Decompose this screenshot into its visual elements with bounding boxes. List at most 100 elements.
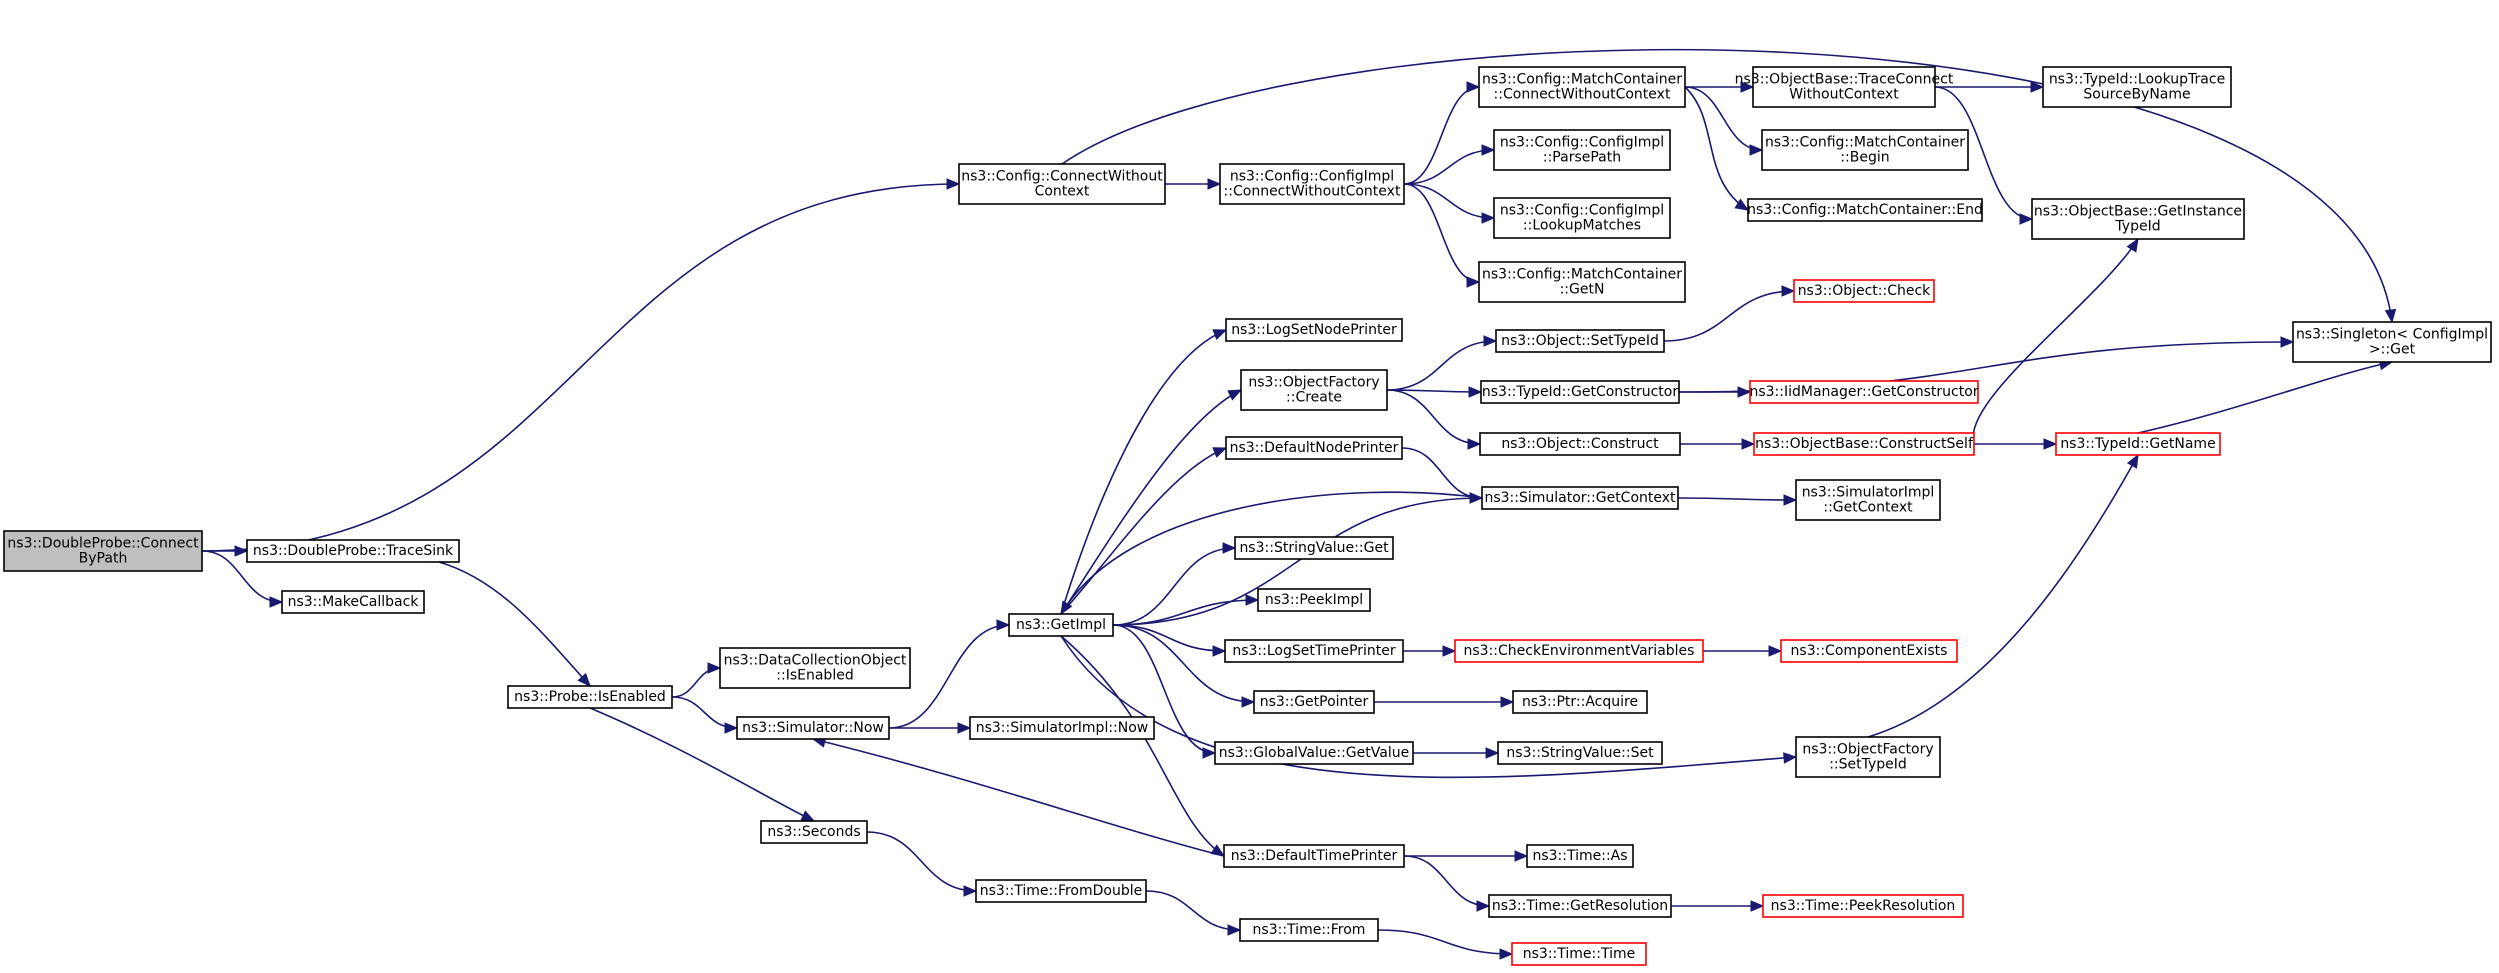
node-box bbox=[1497, 741, 1663, 765]
node-label: ns3::Config::MatchContainer bbox=[1482, 72, 1682, 88]
node-box bbox=[1257, 588, 1371, 612]
node-box bbox=[1512, 690, 1648, 714]
node-label: ns3::DefaultNodePrinter bbox=[1230, 440, 1399, 456]
node-svget[interactable]: ns3::StringValue::Get bbox=[1234, 536, 1394, 560]
node-box bbox=[2292, 321, 2492, 363]
node-label: ns3::ObjectFactory bbox=[1248, 375, 1379, 391]
node-tgc[interactable]: ns3::TypeId::GetConstructor bbox=[1480, 380, 1680, 404]
node-mccwc[interactable]: ns3::Config::MatchContainer::ConnectWith… bbox=[1478, 66, 1686, 108]
node-cev[interactable]: ns3::CheckEnvironmentVariables bbox=[1454, 639, 1704, 663]
node-sinow[interactable]: ns3::SimulatorImpl::Now bbox=[969, 716, 1155, 740]
node-label: >::Get bbox=[2369, 342, 2416, 358]
node-pie[interactable]: ns3::Probe::IsEnabled bbox=[507, 685, 673, 709]
node-label: ns3::Config::ConfigImpl bbox=[1230, 169, 1394, 185]
node-box bbox=[1762, 894, 1964, 918]
node-mc[interactable]: ns3::MakeCallback bbox=[281, 590, 425, 614]
node-lsnp[interactable]: ns3::LogSetNodePrinter bbox=[1225, 318, 1403, 342]
edge-arrowhead-sgc-to-getimpl bbox=[1060, 600, 1073, 616]
edge-getimpl-to-svget bbox=[1112, 547, 1236, 626]
node-getn[interactable]: ns3::Config::MatchContainer::GetN bbox=[1478, 261, 1686, 303]
node-tfd[interactable]: ns3::Time::FromDouble bbox=[975, 879, 1147, 903]
node-ttime[interactable]: ns3::Time::Time bbox=[1511, 942, 1647, 966]
node-gvgv[interactable]: ns3::GlobalValue::GetValue bbox=[1214, 741, 1414, 765]
edge-dtp-to-snow bbox=[812, 738, 1225, 857]
edge-getimpl-to-ofc bbox=[1060, 389, 1242, 615]
node-dcoie[interactable]: ns3::DataCollectionObject::IsEnabled bbox=[719, 647, 911, 689]
node-box bbox=[1495, 329, 1665, 353]
node-cwc[interactable]: ns3::Config::ConnectWithoutContext bbox=[958, 163, 1166, 205]
edge-arrowhead-getimpl-to-ofst bbox=[1783, 752, 1798, 764]
node-peek[interactable]: ns3::PeekImpl bbox=[1257, 588, 1371, 612]
node-mcbegin[interactable]: ns3::Config::MatchContainer::Begin bbox=[1761, 129, 1969, 171]
node-ocheck[interactable]: ns3::Object::Check bbox=[1793, 279, 1935, 303]
node-sgc[interactable]: ns3::Simulator::GetContext bbox=[1481, 486, 1679, 510]
edge-arrowhead-mccwc-to-mcend bbox=[1734, 198, 1750, 211]
node-box bbox=[2042, 66, 2232, 108]
edge-arrowhead-snow-to-sinow bbox=[957, 722, 972, 734]
edge-arrowhead-ts-to-pie bbox=[577, 672, 591, 687]
edge-arrowhead-obcs-to-tgn bbox=[2043, 438, 2058, 450]
node-label: ns3::Simulator::Now bbox=[742, 720, 884, 736]
node-label: ns3::ObjectBase::GetInstance bbox=[2034, 204, 2242, 220]
node-cicwc[interactable]: ns3::Config::ConfigImpl::ConnectWithoutC… bbox=[1219, 163, 1405, 205]
node-label: ns3::Object::Check bbox=[1798, 283, 1931, 299]
node-secs[interactable]: ns3::Seconds bbox=[760, 820, 868, 844]
node-label: ns3::GlobalValue::GetValue bbox=[1219, 745, 1409, 761]
node-label: ::ConnectWithoutContext bbox=[1224, 184, 1401, 200]
edge-cwc-to-sget bbox=[1061, 48, 2393, 323]
node-snow[interactable]: ns3::Simulator::Now bbox=[736, 716, 890, 740]
node-lm[interactable]: ns3::Config::ConfigImpl::LookupMatches bbox=[1493, 197, 1671, 239]
node-ce[interactable]: ns3::ComponentExists bbox=[1780, 639, 1958, 663]
node-tpr[interactable]: ns3::Time::PeekResolution bbox=[1762, 894, 1964, 918]
node-svset[interactable]: ns3::StringValue::Set bbox=[1497, 741, 1663, 765]
node-sigc[interactable]: ns3::SimulatorImpl::GetContext bbox=[1795, 479, 1941, 521]
node-ts[interactable]: ns3::DoubleProbe::TraceSink bbox=[246, 539, 460, 563]
node-gptr[interactable]: ns3::GetPointer bbox=[1253, 690, 1375, 714]
node-pp[interactable]: ns3::Config::ConfigImpl::ParsePath bbox=[1493, 129, 1671, 171]
edge-arrowhead-ofc-to-tgc bbox=[1468, 386, 1483, 398]
node-label: ns3::Singleton< ConfigImpl bbox=[2296, 327, 2488, 343]
edge-sgc-to-sigc bbox=[1677, 497, 1797, 501]
edge-ts-to-pie bbox=[438, 561, 591, 687]
node-label: ns3::Config::ConnectWithout bbox=[961, 169, 1163, 185]
node-box bbox=[1454, 639, 1704, 663]
node-lstp[interactable]: ns3::LogSetTimePrinter bbox=[1224, 639, 1404, 663]
node-tfrom[interactable]: ns3::Time::From bbox=[1239, 918, 1379, 942]
node-mcend[interactable]: ns3::Config::MatchContainer::End bbox=[1747, 198, 1983, 222]
edge-arrowhead-gptr-to-pacq bbox=[1500, 696, 1515, 708]
node-oc[interactable]: ns3::Object::Construct bbox=[1479, 432, 1681, 456]
edge-arrowhead-getimpl-to-peek bbox=[1245, 594, 1260, 606]
node-tgr[interactable]: ns3::Time::GetResolution bbox=[1488, 894, 1672, 918]
node-label: ns3::Seconds bbox=[767, 824, 860, 840]
node-sget[interactable]: ns3::Singleton< ConfigImpl>::Get bbox=[2292, 321, 2492, 363]
node-label: ::ConnectWithoutContext bbox=[1494, 87, 1671, 103]
node-tgn[interactable]: ns3::TypeId::GetName bbox=[2055, 432, 2221, 456]
edge-arrowhead-oc-to-obcs bbox=[1741, 438, 1756, 450]
node-ofst[interactable]: ns3::ObjectFactory::SetTypeId bbox=[1795, 736, 1941, 778]
edge-arrowhead-sgc-to-sigc bbox=[1783, 494, 1798, 506]
node-ost[interactable]: ns3::Object::SetTypeId bbox=[1495, 329, 1665, 353]
node-ofc[interactable]: ns3::ObjectFactory::Create bbox=[1240, 369, 1388, 411]
node-obtcwc[interactable]: ns3::ObjectBase::TraceConnectWithoutCont… bbox=[1735, 66, 1954, 108]
node-label: ::Begin bbox=[1840, 150, 1889, 166]
node-iidgc[interactable]: ns3::IidManager::GetConstructor bbox=[1749, 380, 1979, 404]
node-label: ::SetTypeId bbox=[1829, 757, 1907, 773]
edge-tfd-to-tfrom bbox=[1145, 890, 1241, 931]
edge-pie-to-secs bbox=[589, 707, 815, 822]
node-obcs[interactable]: ns3::ObjectBase::ConstructSelf bbox=[1753, 432, 1975, 456]
edge-arrowhead-root-to-ts bbox=[234, 545, 249, 557]
node-dtp[interactable]: ns3::DefaultTimePrinter bbox=[1223, 844, 1405, 868]
node-box bbox=[1240, 369, 1388, 411]
node-box bbox=[760, 820, 868, 844]
node-label: ns3::Time::GetResolution bbox=[1492, 898, 1668, 914]
node-pacq[interactable]: ns3::Ptr::Acquire bbox=[1512, 690, 1648, 714]
node-getimpl[interactable]: ns3::GetImpl bbox=[1008, 613, 1114, 637]
node-tas[interactable]: ns3::Time::As bbox=[1526, 844, 1634, 868]
edge-getimpl-to-ofst bbox=[1060, 635, 1797, 779]
node-dnp[interactable]: ns3::DefaultNodePrinter bbox=[1225, 436, 1403, 460]
